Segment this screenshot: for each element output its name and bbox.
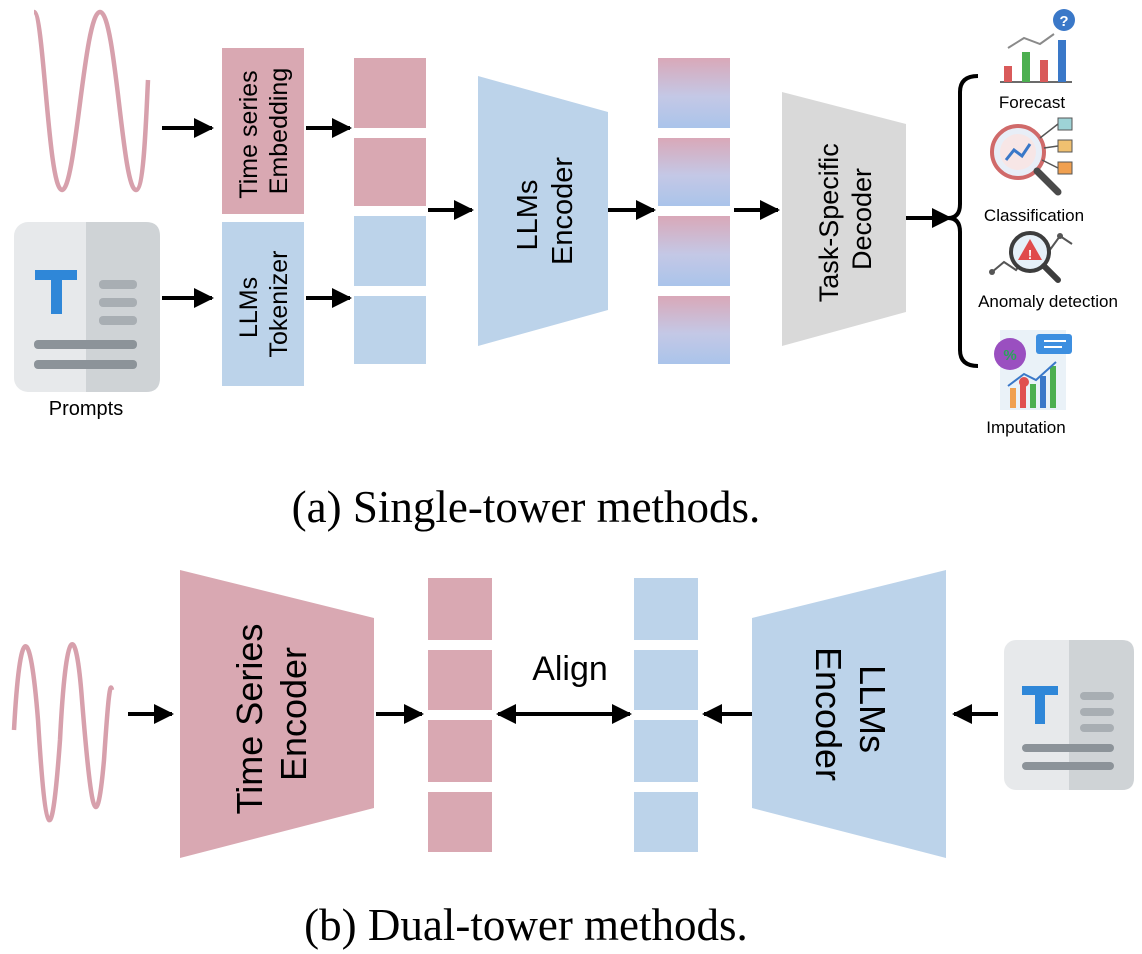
align-label: Align: [532, 650, 608, 688]
llms-tokenizer-box: [222, 222, 304, 386]
task-decoder-label: Task-Specific Decoder: [814, 136, 877, 303]
time-series-wave-b: [11, 642, 115, 823]
ts-token-1: [354, 58, 426, 128]
dual-llms-encoder-shape: [752, 570, 946, 858]
time-series-embedding-label: Time series Embedding: [235, 63, 293, 198]
time-series-wave-a: [31, 9, 151, 193]
task-imputation-label: Imputation: [986, 418, 1065, 437]
task-forecast-label: Forecast: [999, 93, 1065, 112]
ts-embedding-token-4: [428, 792, 492, 852]
ts-token-2: [354, 138, 426, 206]
svg-text:?: ?: [1059, 13, 1068, 30]
prompts-label: Prompts: [49, 398, 123, 420]
single-tower-panel: Prompts Time series Embedding LLMs Token…: [14, 9, 1118, 532]
dual-llms-encoder-label: LLMs Encoder: [808, 647, 893, 781]
ts-embedding-token-2: [428, 650, 492, 710]
text-embedding-token-4: [634, 792, 698, 852]
task-decoder-shape: [782, 92, 906, 346]
mixed-token-2: [658, 138, 730, 206]
imputation-chart-icon: %: [994, 330, 1072, 410]
text-token-2: [354, 296, 426, 364]
prompt-document-icon: [14, 222, 160, 392]
prompt-document-icon-b: [1004, 640, 1134, 790]
time-series-embedding-box: [222, 48, 304, 214]
mixed-token-4: [658, 296, 730, 364]
text-embedding-token-2: [634, 650, 698, 710]
classification-magnifier-icon: [990, 117, 1073, 196]
caption-dual-tower: (b) Dual-tower methods.: [304, 900, 748, 950]
text-embedding-token-1: [634, 578, 698, 640]
task-classification-label: Classification: [984, 206, 1084, 225]
mixed-token-1: [658, 58, 730, 128]
task-anomaly-label: Anomaly detection: [978, 292, 1118, 311]
svg-text:!: !: [1028, 247, 1032, 262]
llms-encoder-shape: [478, 76, 608, 346]
caption-single-tower: (a) Single-tower methods.: [292, 482, 761, 532]
dual-tower-panel: Time Series Encoder Align LLMs Encoder: [11, 570, 1134, 950]
anomaly-warning-icon: !: [989, 231, 1073, 283]
llms-encoder-label: LLMs Encoder: [512, 157, 579, 265]
ts-encoder-shape: [180, 570, 374, 858]
text-embedding-token-3: [634, 720, 698, 782]
task-bracket: [947, 74, 979, 368]
text-token-1: [354, 216, 426, 286]
forecast-bar-chart-icon: ?: [1000, 9, 1075, 83]
mixed-token-3: [658, 216, 730, 286]
ts-encoder-label: Time Series Encoder: [229, 614, 314, 815]
svg-text:%: %: [1003, 347, 1016, 364]
ts-embedding-token-3: [428, 720, 492, 782]
ts-embedding-token-1: [428, 578, 492, 640]
llms-tokenizer-label: LLMs Tokenizer: [235, 251, 293, 358]
